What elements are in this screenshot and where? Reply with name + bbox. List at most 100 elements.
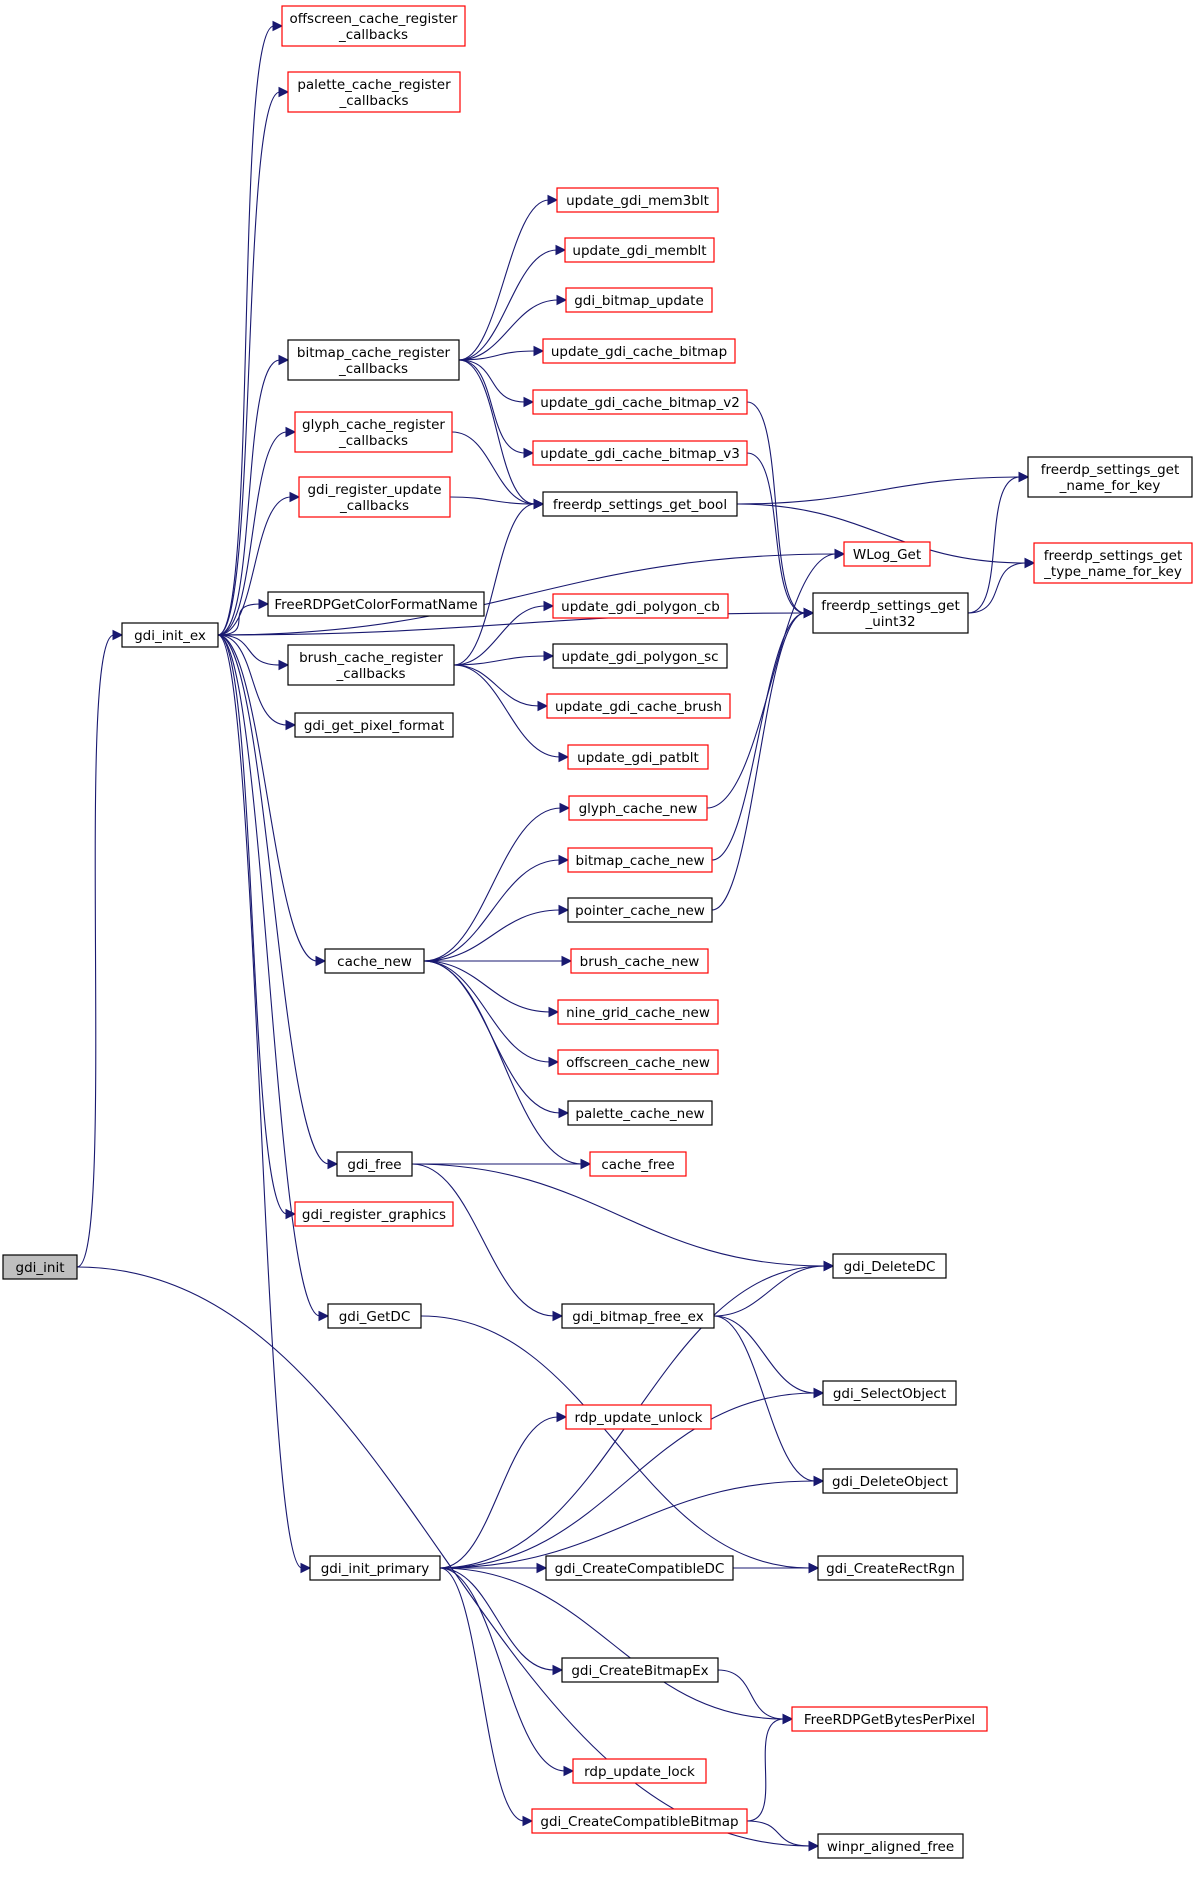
node-label: gdi_CreateBitmapEx [571, 1663, 708, 1679]
edge-bitmap_reg-to-update_gdi_cache_bitmap_v3 [458, 359, 535, 459]
node-rdp_update_unlock[interactable]: rdp_update_unlock [565, 1404, 712, 1430]
node-bitmap_reg[interactable]: bitmap_cache_register_callbacks [287, 339, 460, 381]
node-label: gdi_register_update [307, 482, 441, 498]
node-box [542, 338, 736, 364]
edge-gdi_bitmap_free_ex-to-gdi_DeleteObject [713, 1315, 825, 1487]
arrowhead [548, 1006, 560, 1018]
node-winpr_aligned_free[interactable]: winpr_aligned_free [817, 1833, 964, 1859]
node-FreeRDPGetColorFormatName[interactable]: FreeRDPGetColorFormatName [267, 591, 485, 617]
arrowhead [834, 548, 846, 560]
node-freerdp_settings_get_type_name_for_key[interactable]: freerdp_settings_get_type_name_for_key [1033, 542, 1193, 584]
node-update_gdi_polygon_sc[interactable]: update_gdi_polygon_sc [552, 643, 728, 669]
node-label: _type_name_for_key [1043, 564, 1182, 580]
arrowhead [561, 955, 573, 967]
node-gdi_SelectObject[interactable]: gdi_SelectObject [822, 1380, 957, 1406]
edge-gdi_free-to-gdi_DeleteDC [411, 1163, 835, 1272]
edge-gdi_CreateCompatibleDC-to-gdi_CreateRectRgn [733, 1562, 820, 1574]
node-update_gdi_polygon_cb[interactable]: update_gdi_polygon_cb [552, 593, 729, 619]
node-update_gdi_cache_bitmap_v3[interactable]: update_gdi_cache_bitmap_v3 [532, 440, 748, 466]
arrowhead [808, 1562, 820, 1574]
node-palette_reg[interactable]: palette_cache_register_callbacks [287, 71, 461, 113]
node-update_gdi_memblt[interactable]: update_gdi_memblt [564, 237, 715, 263]
node-box [572, 1758, 707, 1784]
node-label: offscreen_cache_register [290, 11, 458, 27]
arrowhead [808, 1840, 820, 1852]
node-FreeRDPGetBytesPerPixel[interactable]: FreeRDPGetBytesPerPixel [791, 1706, 988, 1732]
node-cache_free[interactable]: cache_free [589, 1151, 687, 1177]
node-label: update_gdi_memblt [572, 243, 706, 259]
edge-bitmap_reg-to-update_gdi_memblt [458, 244, 567, 361]
node-gdi_CreateCompatibleDC[interactable]: gdi_CreateCompatibleDC [545, 1555, 734, 1581]
node-gdi_CreateCompatibleBitmap[interactable]: gdi_CreateCompatibleBitmap [531, 1808, 748, 1834]
edge-gdi_init_ex-to-gdi_get_pixel_format [217, 634, 297, 731]
node-freerdp_settings_get_bool[interactable]: freerdp_settings_get_bool [542, 491, 738, 517]
node-label: freerdp_settings_get [1044, 548, 1183, 564]
node-bitmap_cache_new[interactable]: bitmap_cache_new [567, 847, 713, 873]
node-gdi_init[interactable]: gdi_init [2, 1254, 78, 1280]
node-box [324, 948, 425, 974]
node-label: gdi_DeleteDC [844, 1259, 936, 1275]
node-box [546, 693, 731, 719]
node-label: rdp_update_unlock [575, 1410, 703, 1426]
node-label: gdi_init [16, 1260, 65, 1276]
arrowhead [813, 1475, 825, 1487]
node-box [567, 847, 713, 873]
node-gdi_GetDC[interactable]: gdi_GetDC [327, 1303, 422, 1329]
node-label: palette_cache_register [297, 77, 451, 93]
node-gdi_CreateRectRgn[interactable]: gdi_CreateRectRgn [817, 1555, 964, 1581]
arrowhead [285, 426, 297, 438]
node-gdi_free[interactable]: gdi_free [336, 1151, 413, 1177]
arrowhead [552, 1664, 564, 1676]
node-update_gdi_patblt[interactable]: update_gdi_patblt [567, 744, 709, 770]
node-label: _callbacks [338, 361, 408, 377]
node-brush_cache_new[interactable]: brush_cache_new [570, 948, 709, 974]
node-freerdp_settings_get_uint32[interactable]: freerdp_settings_get_uint32 [812, 592, 969, 634]
node-gdi_init_primary[interactable]: gdi_init_primary [309, 1555, 441, 1581]
node-box [557, 1049, 719, 1075]
edge-brush_reg-to-update_gdi_patblt [453, 664, 570, 763]
node-label: _callbacks [339, 498, 409, 514]
node-update_gdi_cache_bitmap[interactable]: update_gdi_cache_bitmap [542, 338, 736, 364]
node-palette_cache_new[interactable]: palette_cache_new [567, 1100, 713, 1126]
node-gdi_init_ex[interactable]: gdi_init_ex [121, 622, 219, 648]
node-label: gdi_CreateCompatibleBitmap [540, 1814, 738, 1830]
node-brush_reg[interactable]: brush_cache_register_callbacks [287, 644, 455, 686]
edge-gdi_init_ex-to-gdi_register_graphics [217, 634, 297, 1220]
edge-gdi_init_ex-to-gdi_free [217, 634, 339, 1170]
edge-gdi_init_ex-to-gdi_register_update_callbacks [217, 491, 301, 636]
edge-brush_reg-to-freerdp_settings_get_bool [453, 498, 545, 666]
edge-cache_new-to-bitmap_cache_new [423, 854, 570, 962]
node-gdi_bitmap_free_ex[interactable]: gdi_bitmap_free_ex [561, 1303, 715, 1329]
node-gdi_bitmap_update[interactable]: gdi_bitmap_update [565, 287, 713, 313]
node-label: update_gdi_polygon_cb [561, 599, 720, 615]
node-offscreen_cache_new[interactable]: offscreen_cache_new [557, 1049, 719, 1075]
node-glyph_cache_new[interactable]: glyph_cache_new [568, 795, 708, 821]
node-nine_grid_cache_new[interactable]: nine_grid_cache_new [557, 999, 719, 1025]
node-offscreen_reg[interactable]: offscreen_cache_register_callbacks [281, 5, 466, 47]
node-pointer_cache_new[interactable]: pointer_cache_new [567, 897, 713, 923]
node-label: gdi_SelectObject [833, 1386, 946, 1402]
node-gdi_register_graphics[interactable]: gdi_register_graphics [294, 1201, 454, 1227]
node-label: freerdp_settings_get [821, 598, 960, 614]
node-freerdp_settings_get_name_for_key[interactable]: freerdp_settings_get_name_for_key [1027, 456, 1193, 498]
arrowhead [278, 659, 290, 671]
node-box [267, 591, 485, 617]
node-gdi_DeleteObject[interactable]: gdi_DeleteObject [822, 1468, 958, 1494]
node-gdi_CreateBitmapEx[interactable]: gdi_CreateBitmapEx [561, 1657, 719, 1683]
node-label: gdi_CreateRectRgn [826, 1561, 955, 1577]
node-gdi_register_update_callbacks[interactable]: gdi_register_update_callbacks [298, 476, 451, 518]
arrowhead [559, 802, 571, 814]
node-cache_new[interactable]: cache_new [324, 948, 425, 974]
node-update_gdi_cache_bitmap_v2[interactable]: update_gdi_cache_bitmap_v2 [532, 389, 748, 415]
node-rdp_update_lock[interactable]: rdp_update_lock [572, 1758, 707, 1784]
edge-gdi_init_primary-to-FreeRDPGetBytesPerPixel [439, 1567, 794, 1725]
node-gdi_DeleteDC[interactable]: gdi_DeleteDC [832, 1253, 947, 1279]
node-glyph_reg[interactable]: glyph_cache_register_callbacks [294, 411, 453, 453]
node-update_gdi_cache_brush[interactable]: update_gdi_cache_brush [546, 693, 731, 719]
node-WLog_Get[interactable]: WLog_Get [843, 541, 931, 567]
node-gdi_get_pixel_format[interactable]: gdi_get_pixel_format [294, 712, 454, 738]
arrowhead [543, 600, 555, 612]
node-update_gdi_mem3blt[interactable]: update_gdi_mem3blt [556, 187, 719, 213]
node-label: winpr_aligned_free [827, 1839, 954, 1855]
edge-bitmap_reg-to-gdi_bitmap_update [458, 294, 568, 361]
